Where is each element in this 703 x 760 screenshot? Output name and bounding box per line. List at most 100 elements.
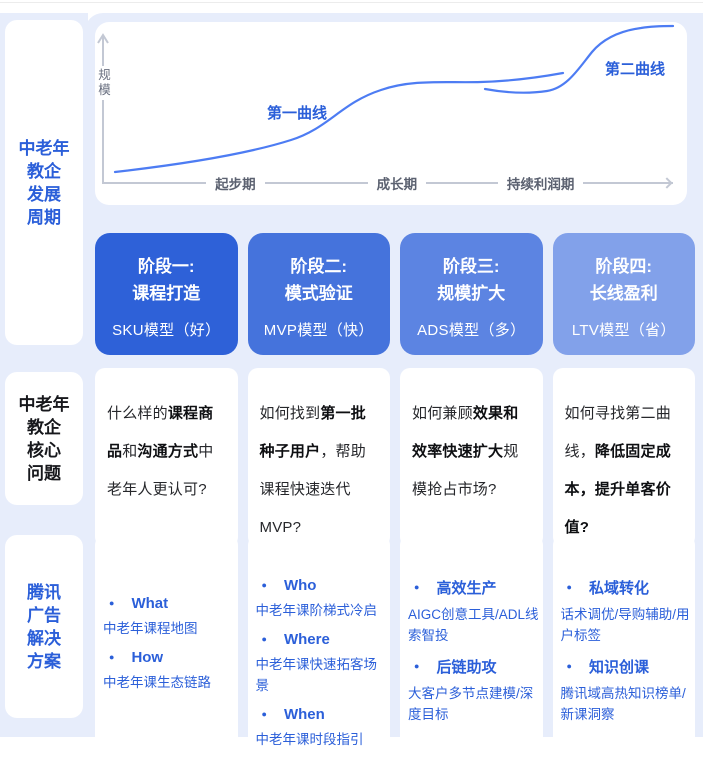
stage-question-text: 什么样的课程商品和沟通方式中老年人更认可? (107, 395, 228, 509)
second-curve-path (483, 24, 675, 94)
stage-header-3: 阶段三: 规模扩大 ADS模型（多） (400, 233, 543, 355)
stage-solution-cell: ● What 中老年课程地图 ● How 中老年课生态链路 (95, 535, 238, 760)
solution-keyword-row: ● When (262, 706, 389, 723)
phase-label-startup: 起步期 (215, 177, 256, 192)
bullet-icon: ● (261, 580, 267, 590)
stage-header-4: 阶段四: 长线盈利 LTV模型（省） (552, 233, 695, 355)
solution-keyword: 高效生产 (436, 580, 497, 597)
solution-description: AIGC创意工具/ADL线索智投 (408, 607, 539, 643)
solution-item: ● Where 中老年课快速拓客场景 (256, 631, 389, 696)
question-emphasis: 课程商品 (107, 405, 214, 460)
bullet-icon: ● (109, 598, 115, 608)
stage-title: 阶段四: (595, 257, 653, 276)
solution-item: ● 私域转化 话术调优/导购辅助/用户标签 (561, 577, 694, 646)
solution-description: 腾讯域高热知识榜单/新课洞察 (560, 686, 686, 722)
question-text: 什么样的 (107, 405, 168, 422)
x-axis-segment (426, 182, 498, 184)
bullet-icon: ● (109, 652, 115, 662)
stage-model: MVP模型（快） (263, 322, 374, 339)
solution-item: ● When 中老年课时段指引 (256, 706, 389, 750)
solution-item: ● 后链助攻 大客户多节点建模/深度目标 (408, 656, 541, 725)
x-axis-segment (103, 182, 207, 184)
phase-label-profit: 持续利润期 (506, 177, 575, 192)
x-axis-segment (264, 182, 368, 184)
solution-item: ● What 中老年课程地图 (103, 595, 236, 639)
solution-keyword-row: ● Where (262, 631, 389, 648)
stage-question-cell: 如何寻找第二曲线，降低固定成本，提升单客价值? (552, 368, 695, 547)
bullet-icon: ● (261, 634, 267, 644)
solution-keyword-row: ● Who (262, 577, 389, 594)
sidebar-label: 中老年教企发展周期 (18, 138, 70, 227)
stage-subtitle: 规模扩大 (437, 284, 506, 303)
solution-description: 大客户多节点建模/深度目标 (408, 686, 534, 722)
chart-canvas (97, 24, 675, 184)
solution-description: 中老年课快速拓客场景 (255, 657, 378, 693)
phase-label-growth: 成长期 (376, 177, 418, 192)
bullet-icon: ● (566, 582, 572, 592)
x-axis: 起步期 成长期 持续利润期 (103, 173, 673, 193)
first-curve-path (113, 71, 565, 174)
solution-keyword-row: ● 私域转化 (567, 577, 694, 598)
bullet-icon: ● (414, 582, 420, 592)
solution-item: ● Who 中老年课阶梯式冷启 (256, 577, 389, 621)
solution-keyword: What (131, 595, 169, 612)
sidebar-label-core-issue: 中老年教企核心问题 (5, 372, 83, 505)
first-curve-label: 第一曲线 (267, 105, 328, 122)
question-emphasis: 降低固定成本，提升单客价值? (564, 443, 671, 536)
stage-subtitle: 课程打造 (132, 284, 201, 303)
solution-description: 话术调优/导购辅助/用户标签 (560, 607, 690, 643)
question-text: ，帮助课程快速迭代MVP? (259, 443, 366, 536)
second-curve-label: 第二曲线 (605, 61, 666, 78)
bullet-icon: ● (414, 661, 420, 671)
stage-model: LTV模型（省） (571, 322, 676, 339)
question-text: 和 (122, 443, 138, 460)
solution-keyword: 知识创课 (588, 659, 649, 676)
stage-subtitle: 模式验证 (284, 284, 353, 303)
solution-keyword-row: ● 后链助攻 (414, 656, 541, 677)
stage-question-text: 如何找到第一批种子用户，帮助课程快速迭代MVP? (260, 395, 381, 547)
solution-description: 中老年课生态链路 (103, 675, 211, 690)
stage-solution-cell: ● Who 中老年课阶梯式冷启 ● Where 中老年课快速拓客场景 ● Whe… (247, 535, 390, 760)
x-axis-arrow-icon (661, 177, 673, 189)
sidebar-label: 腾讯广告解决方案 (27, 582, 61, 671)
question-emphasis: 第一批种子用户 (259, 405, 366, 460)
bullet-icon: ● (566, 661, 572, 671)
stage-model: ADS模型（多） (417, 322, 526, 339)
stage-headers-row: 阶段一: 课程打造 SKU模型（好） 阶段二: 模式验证 MVP模型（快） 阶段… (95, 233, 695, 355)
solution-keyword-row: ● What (109, 595, 236, 612)
solution-item: ● 高效生产 AIGC创意工具/ADL线索智投 (408, 577, 541, 646)
solution-description: 中老年课时段指引 (255, 732, 364, 747)
solution-keyword-row: ● How (109, 649, 236, 666)
solution-description: 中老年课阶梯式冷启 (255, 603, 378, 618)
screenshot-top-border (0, 2, 703, 3)
solution-item: ● How 中老年课生态链路 (103, 649, 236, 693)
stage-model: SKU模型（好） (112, 322, 221, 339)
question-text: 如何兼顾 (412, 405, 473, 422)
solution-item: ● 知识创课 腾讯域高热知识榜单/新课洞察 (561, 656, 694, 725)
solution-keyword-row: ● 知识创课 (567, 656, 694, 677)
stage-question-text: 如何寻找第二曲线，降低固定成本，提升单客价值? (565, 395, 686, 547)
sidebar-label-dev-cycle: 中老年教企发展周期 (5, 20, 83, 345)
question-text: 如何找到 (259, 405, 321, 422)
growth-curve-chart: 规 模 第一曲线 第二曲线 起步期 成长期 持续利润期 (95, 22, 687, 205)
solution-keyword: 后链助攻 (436, 659, 497, 676)
solutions-row: ● What 中老年课程地图 ● How 中老年课生态链路 ● Who 中老年课… (95, 535, 695, 760)
sidebar-label-solutions: 腾讯广告解决方案 (5, 535, 83, 718)
question-text: 规模抢占市场? (412, 443, 519, 498)
solution-keyword: When (283, 706, 325, 723)
question-emphasis: 沟通方式 (137, 443, 199, 460)
stage-title: 阶段一: (137, 257, 195, 276)
solution-keyword: Who (283, 577, 317, 594)
stage-question-cell: 什么样的课程商品和沟通方式中老年人更认可? (95, 368, 238, 547)
sidebar-label: 中老年教企核心问题 (18, 394, 70, 483)
core-questions-row: 什么样的课程商品和沟通方式中老年人更认可? 如何找到第一批种子用户，帮助课程快速… (95, 368, 695, 547)
solution-keyword-row: ● 高效生产 (414, 577, 541, 598)
stage-header-2: 阶段二: 模式验证 MVP模型（快） (247, 233, 390, 355)
stage-title: 阶段二: (290, 257, 348, 276)
x-axis-segment (583, 182, 673, 184)
solution-description: 中老年课程地图 (103, 621, 198, 636)
question-text: 如何寻找第二曲线， (564, 405, 671, 460)
y-axis-label: 规 模 (96, 66, 113, 100)
bullet-icon: ● (261, 709, 267, 719)
stage-title: 阶段三: (442, 257, 500, 276)
